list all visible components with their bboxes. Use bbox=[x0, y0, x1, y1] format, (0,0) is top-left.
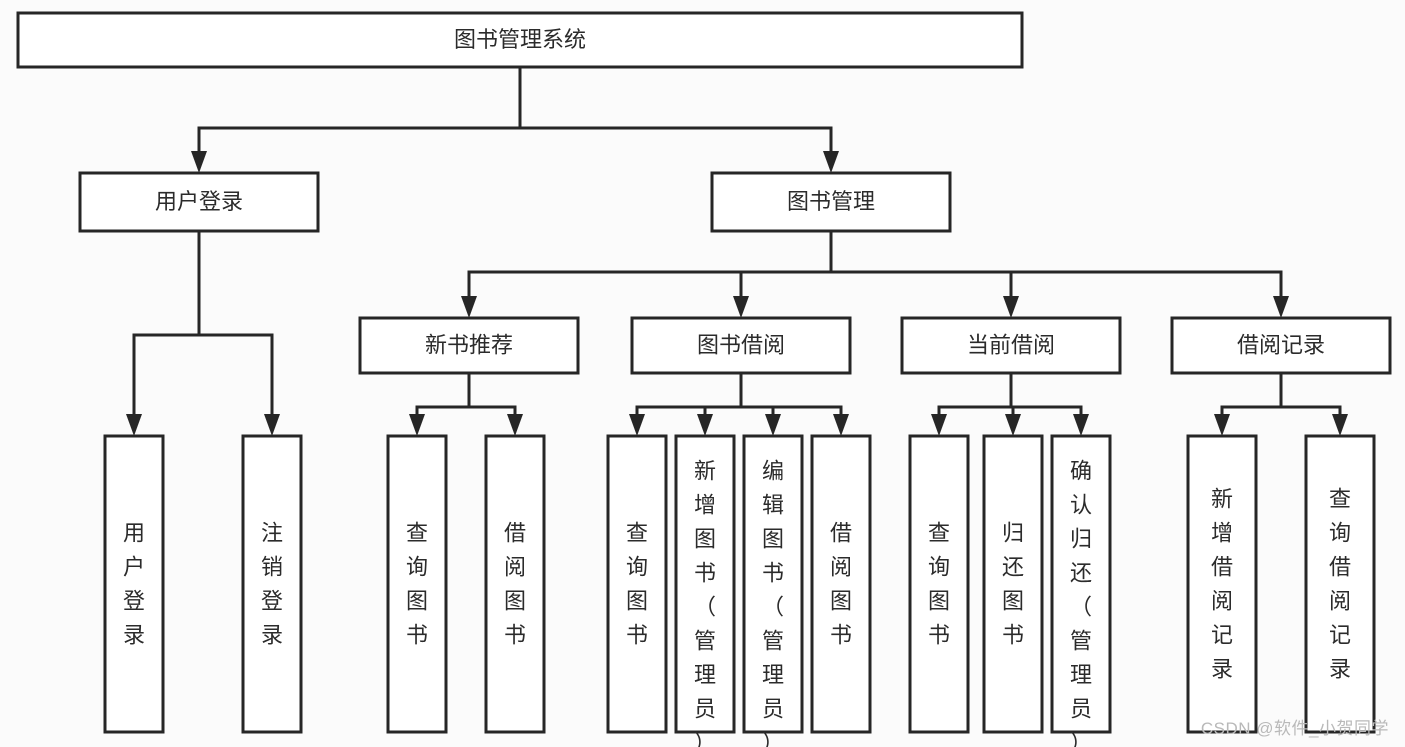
connector-borrow-to-leaves bbox=[629, 371, 849, 436]
node-box-leaf-confirm-return[interactable] bbox=[1050, 434, 1112, 734]
node-label-current-borrow: 当前借阅 bbox=[967, 332, 1055, 357]
connector-recommend-to-leaves bbox=[409, 371, 523, 436]
node-label-leaf-query-book-current: 查询图书 bbox=[928, 520, 950, 647]
node-leaf-add-borrow-record[interactable]: 新增借阅记录 bbox=[1186, 434, 1258, 734]
node-box-leaf-borrow-book-recommend[interactable] bbox=[484, 434, 546, 734]
node-root[interactable]: 图书管理系统 bbox=[16, 11, 1024, 69]
node-label-book-manage: 图书管理 bbox=[787, 189, 875, 214]
node-label-leaf-return-book: 归还图书 bbox=[1002, 520, 1024, 647]
node-label-user-login: 用户登录 bbox=[155, 189, 243, 214]
connector-root-to-level2 bbox=[191, 65, 839, 173]
node-leaf-user-login[interactable]: 用户登录 bbox=[103, 434, 165, 734]
node-leaf-query-book-borrow[interactable]: 查询图书 bbox=[606, 434, 668, 734]
node-box-leaf-add-book[interactable] bbox=[674, 434, 736, 734]
node-box-leaf-add-borrow-record[interactable] bbox=[1186, 434, 1258, 734]
node-label-root: 图书管理系统 bbox=[454, 27, 586, 52]
node-label-leaf-query-book-recommend: 查询图书 bbox=[406, 520, 428, 647]
node-new-book-recommend[interactable]: 新书推荐 bbox=[358, 316, 580, 375]
node-leaf-query-book-current[interactable]: 查询图书 bbox=[908, 434, 970, 734]
node-label-borrow-record: 借阅记录 bbox=[1237, 332, 1325, 357]
node-box-leaf-query-book-current[interactable] bbox=[908, 434, 970, 734]
node-leaf-borrow-book-recommend[interactable]: 借阅图书 bbox=[484, 434, 546, 734]
node-label-book-borrow: 图书借阅 bbox=[697, 332, 785, 357]
node-book-manage[interactable]: 图书管理 bbox=[710, 171, 952, 233]
connector-layer bbox=[126, 65, 1348, 436]
node-box-leaf-query-book-recommend[interactable] bbox=[386, 434, 448, 734]
node-label-leaf-edit-book: 编辑图书（管理员） bbox=[762, 458, 784, 747]
node-box-new-book-recommend[interactable] bbox=[358, 316, 580, 375]
node-box-leaf-query-book-borrow[interactable] bbox=[606, 434, 668, 734]
node-label-new-book-recommend: 新书推荐 bbox=[425, 332, 513, 357]
node-box-book-manage[interactable] bbox=[710, 171, 952, 233]
node-label-leaf-add-borrow-record: 新增借阅记录 bbox=[1211, 486, 1233, 681]
node-label-leaf-add-book: 新增图书（管理员） bbox=[694, 458, 716, 747]
node-box-user-login[interactable] bbox=[78, 171, 320, 233]
connector-record-to-leaves bbox=[1214, 371, 1348, 436]
connector-book-manage-to-level3 bbox=[461, 229, 1289, 318]
node-leaf-edit-book[interactable]: 编辑图书（管理员） bbox=[742, 434, 804, 747]
node-box-current-borrow[interactable] bbox=[900, 316, 1122, 375]
node-label-leaf-borrow-book: 借阅图书 bbox=[830, 520, 852, 647]
node-current-borrow[interactable]: 当前借阅 bbox=[900, 316, 1122, 375]
node-box-leaf-query-borrow-record[interactable] bbox=[1304, 434, 1376, 734]
node-label-leaf-confirm-return: 确认归还（管理员） bbox=[1070, 458, 1092, 747]
node-box-leaf-borrow-book[interactable] bbox=[810, 434, 872, 734]
node-borrow-record[interactable]: 借阅记录 bbox=[1170, 316, 1392, 375]
node-book-borrow[interactable]: 图书借阅 bbox=[630, 316, 852, 375]
node-label-leaf-user-login: 用户登录 bbox=[123, 520, 145, 647]
node-box-root[interactable] bbox=[16, 11, 1024, 69]
node-leaf-borrow-book[interactable]: 借阅图书 bbox=[810, 434, 872, 734]
node-label-leaf-logout: 注销登录 bbox=[261, 520, 283, 647]
node-label-leaf-query-borrow-record: 查询借阅记录 bbox=[1329, 486, 1351, 681]
node-leaf-logout[interactable]: 注销登录 bbox=[241, 434, 303, 734]
node-user-login[interactable]: 用户登录 bbox=[78, 171, 320, 233]
node-box-book-borrow[interactable] bbox=[630, 316, 852, 375]
node-box-leaf-logout[interactable] bbox=[241, 434, 303, 734]
node-label-leaf-query-book-borrow: 查询图书 bbox=[626, 520, 648, 647]
node-layer: 图书管理系统用户登录图书管理新书推荐图书借阅当前借阅借阅记录用户登录注销登录查询… bbox=[16, 11, 1392, 747]
node-box-leaf-user-login[interactable] bbox=[103, 434, 165, 734]
node-leaf-query-borrow-record[interactable]: 查询借阅记录 bbox=[1304, 434, 1376, 734]
node-leaf-confirm-return[interactable]: 确认归还（管理员） bbox=[1050, 434, 1112, 747]
connector-current-to-leaves bbox=[931, 371, 1089, 436]
connector-user-login-to-leaves bbox=[126, 229, 280, 436]
node-box-leaf-edit-book[interactable] bbox=[742, 434, 804, 734]
node-leaf-query-book-recommend[interactable]: 查询图书 bbox=[386, 434, 448, 734]
node-box-borrow-record[interactable] bbox=[1170, 316, 1392, 375]
node-label-leaf-borrow-book-recommend: 借阅图书 bbox=[504, 520, 526, 647]
node-box-leaf-return-book[interactable] bbox=[982, 434, 1044, 734]
node-leaf-add-book[interactable]: 新增图书（管理员） bbox=[674, 434, 736, 747]
node-leaf-return-book[interactable]: 归还图书 bbox=[982, 434, 1044, 734]
